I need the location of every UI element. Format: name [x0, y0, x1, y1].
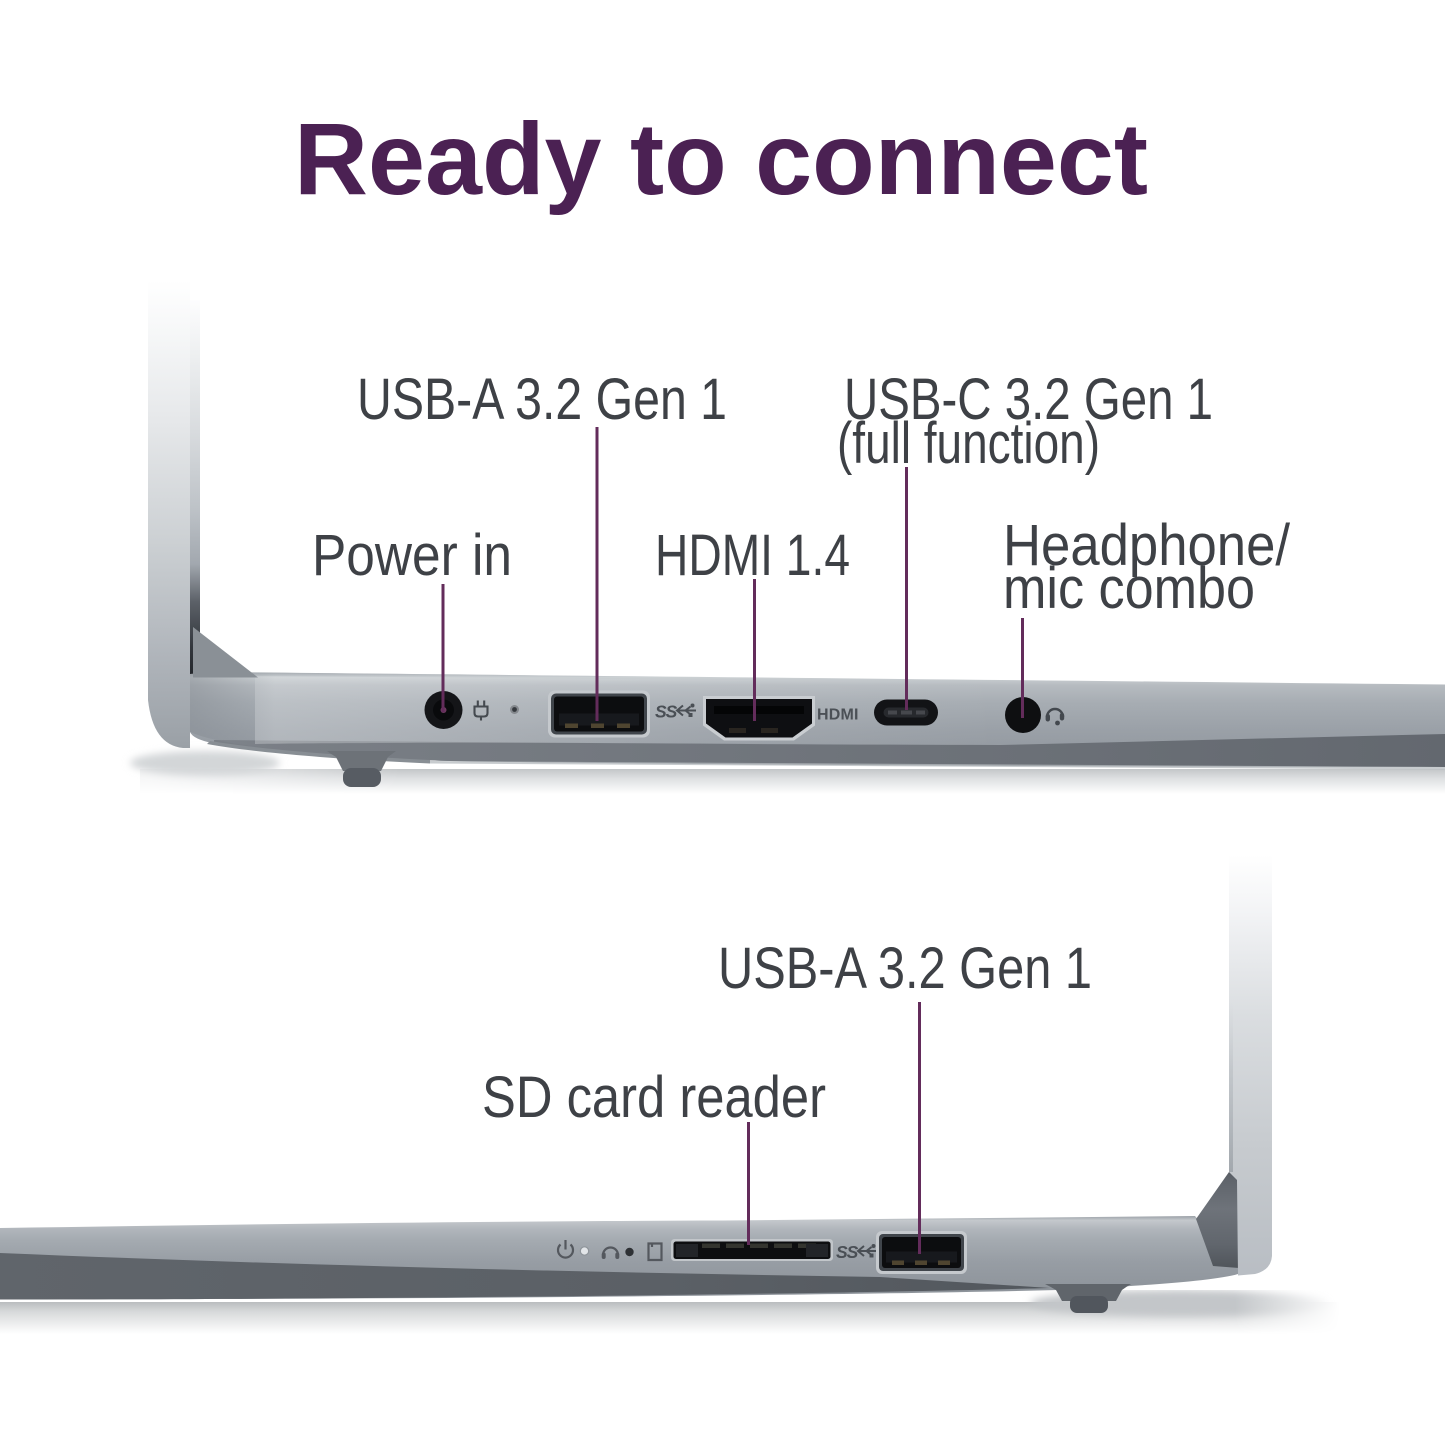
- svg-text:SS: SS: [655, 702, 678, 722]
- svg-text:mic combo: mic combo: [1003, 556, 1255, 621]
- svg-text:Power in: Power in: [312, 523, 512, 588]
- svg-text:USB-A 3.2 Gen 1: USB-A 3.2 Gen 1: [357, 367, 727, 432]
- svg-text:HDMI: HDMI: [817, 707, 859, 724]
- svg-text:SD card reader: SD card reader: [482, 1065, 826, 1130]
- svg-text:(full function): (full function): [837, 411, 1100, 476]
- svg-text:Headphone/: Headphone/: [1003, 513, 1291, 578]
- svg-text:Ready to connect: Ready to connect: [294, 102, 1148, 216]
- svg-text:SS: SS: [836, 1242, 859, 1262]
- svg-text:HDMI 1.4: HDMI 1.4: [655, 523, 850, 588]
- svg-text:USB-C 3.2 Gen 1: USB-C 3.2 Gen 1: [844, 367, 1213, 432]
- svg-text:USB-A 3.2 Gen 1: USB-A 3.2 Gen 1: [718, 936, 1092, 1001]
